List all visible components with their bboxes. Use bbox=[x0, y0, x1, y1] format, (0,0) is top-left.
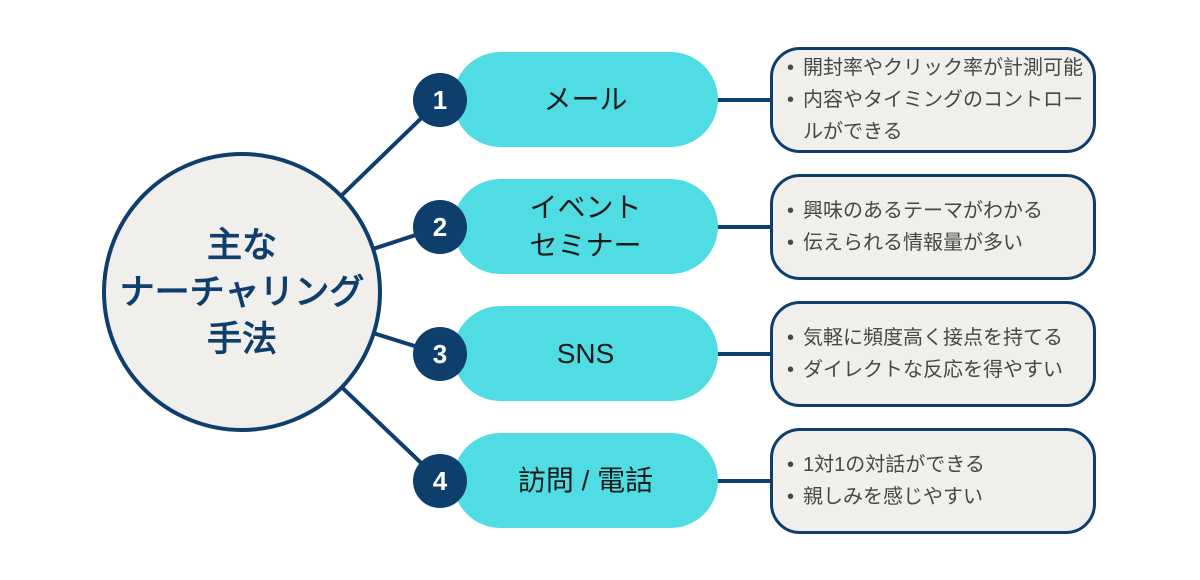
method-pill: 訪問 / 電話 bbox=[453, 433, 718, 528]
method-pill: イベント セミナー bbox=[453, 179, 718, 274]
benefits-list: 開封率やクリック率が計測可能 内容やタイミングのコントロールができる bbox=[773, 52, 1093, 148]
method-pill: SNS bbox=[453, 306, 718, 401]
central-topic-title-line: ナーチャリング bbox=[119, 272, 365, 312]
central-topic-title-line: 手法 bbox=[206, 319, 277, 359]
method-pill-label: SNS bbox=[556, 337, 615, 369]
central-topic-title-line: 主な bbox=[206, 225, 277, 265]
benefits-box: 興味のあるテーマがわかる 伝えられる情報量が多い bbox=[770, 174, 1096, 280]
central-topic-circle: 主な ナーチャリング 手法 bbox=[102, 152, 382, 432]
step-number-badge: 3 bbox=[413, 327, 467, 381]
benefit-item: ダイレクトな反応を得やすい bbox=[787, 354, 1063, 386]
step-number-badge: 1 bbox=[413, 73, 467, 127]
method-pill-label: メール bbox=[543, 83, 628, 115]
benefit-item: 伝えられる情報量が多い bbox=[787, 227, 1043, 259]
benefit-item: 気軽に頻度高く接点を持てる bbox=[787, 322, 1063, 354]
benefits-list: 興味のあるテーマがわかる 伝えられる情報量が多い bbox=[773, 195, 1051, 259]
method-pill: メール bbox=[453, 52, 718, 147]
benefit-item: 1対1の対話ができる bbox=[787, 449, 985, 481]
benefit-item: 親しみを感じやすい bbox=[787, 481, 985, 513]
step-number-badge: 4 bbox=[413, 454, 467, 508]
benefit-item: 興味のあるテーマがわかる bbox=[787, 195, 1043, 227]
method-pill-label: イベント bbox=[529, 191, 642, 223]
benefit-item: 開封率やクリック率が計測可能 bbox=[787, 52, 1085, 84]
method-pill-label: 訪問 / 電話 bbox=[517, 464, 654, 496]
benefits-list: 1対1の対話ができる 親しみを感じやすい bbox=[773, 449, 993, 513]
benefits-box: 気軽に頻度高く接点を持てる ダイレクトな反応を得やすい bbox=[770, 301, 1096, 407]
benefits-list: 気軽に頻度高く接点を持てる ダイレクトな反応を得やすい bbox=[773, 322, 1071, 386]
benefits-box: 1対1の対話ができる 親しみを感じやすい bbox=[770, 428, 1096, 534]
benefits-box: 開封率やクリック率が計測可能 内容やタイミングのコントロールができる bbox=[770, 47, 1096, 153]
benefit-item: 内容やタイミングのコントロールができる bbox=[787, 84, 1085, 148]
method-pill-label: セミナー bbox=[529, 229, 642, 261]
step-number-badge: 2 bbox=[413, 200, 467, 254]
